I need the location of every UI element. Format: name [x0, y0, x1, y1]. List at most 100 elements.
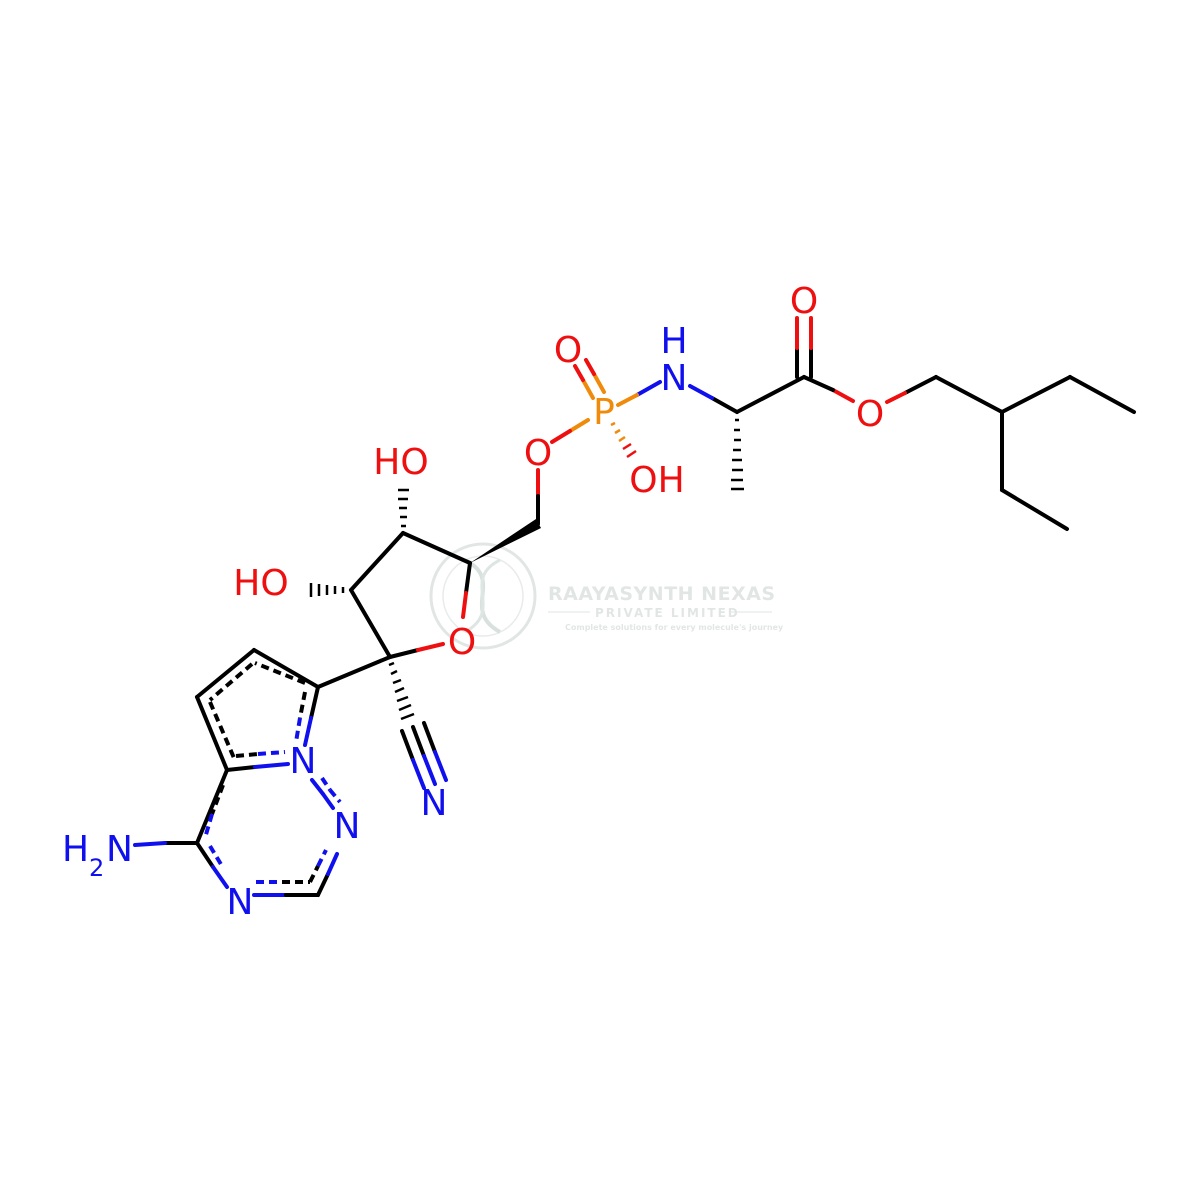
hash-line — [398, 703, 412, 712]
hash-line — [614, 428, 621, 435]
bond-c-n-triple — [433, 750, 448, 782]
bond-c-o — [461, 591, 468, 619]
atom-oh-2: HO — [233, 563, 288, 604]
atom-oh-p: OH — [629, 460, 684, 501]
dash-bond — [320, 776, 332, 792]
bond-p-o-double — [592, 372, 606, 394]
watermark-circle — [429, 542, 537, 650]
atom-nh-h: H — [660, 321, 687, 362]
bond-c-o — [464, 561, 472, 595]
bond-c-c — [934, 375, 1004, 414]
bond-c-c — [316, 655, 392, 689]
dash-bond — [254, 661, 306, 685]
bond-c-c — [1000, 375, 1072, 414]
bond-arom — [303, 716, 313, 747]
atom-oh-3: HO — [373, 442, 428, 483]
bond-arom — [211, 865, 229, 889]
hash-line — [396, 695, 409, 703]
bond-c-n — [688, 384, 714, 400]
dash-bond — [210, 784, 225, 815]
bond-p-o — [550, 429, 572, 444]
dash-bond — [208, 844, 224, 868]
watermark-sub: PRIVATE LIMITED — [595, 606, 740, 620]
bond-arom — [195, 648, 256, 699]
bond-c-n-triple — [422, 754, 437, 786]
bond-n-p — [635, 380, 662, 397]
hash-line — [394, 686, 405, 694]
bond-p-o-double — [584, 358, 596, 376]
atom-n-triazine-1: N — [334, 806, 361, 847]
watermark-helix-2 — [464, 558, 501, 634]
atom-nh-n: N — [661, 358, 688, 399]
bond-c-c — [735, 375, 806, 414]
bond-c-c — [349, 531, 405, 592]
dash-bond — [208, 662, 254, 702]
atom-o-ester-p: O — [524, 433, 552, 474]
bond-arom — [309, 685, 320, 720]
bond-c-o — [903, 375, 938, 395]
bond-c-o — [416, 642, 445, 652]
dash-bond — [294, 717, 302, 743]
bond-arom — [253, 762, 290, 769]
bond-arom — [195, 768, 229, 845]
atom-amine: H 2 N — [62, 829, 133, 882]
bond-arom — [321, 792, 335, 810]
bonds — [133, 316, 1136, 897]
hash-line — [400, 712, 415, 721]
bond-c-c — [349, 588, 392, 659]
hash-line — [610, 421, 616, 427]
bond-c-n-triple — [400, 729, 415, 762]
bond-arom — [195, 695, 229, 772]
bond-c-c — [1000, 488, 1069, 531]
bond-c-c — [1068, 375, 1136, 414]
bond-p-o — [568, 418, 590, 433]
bond-c-n-triple — [411, 725, 426, 758]
dash-bond — [257, 750, 286, 756]
bond-p-o-double — [581, 378, 595, 400]
atom-n-bridge: N — [290, 741, 317, 782]
atom-nitrile-n: N — [421, 783, 448, 824]
hash-line — [626, 449, 637, 459]
hash-line — [622, 442, 632, 451]
bond-c-n — [710, 396, 739, 414]
bond-arom — [195, 841, 215, 869]
dash-bond — [298, 691, 307, 719]
watermark-name: RAAYASYNTH NEXAS — [548, 583, 776, 605]
atom-p: P — [593, 392, 615, 433]
bond-c-n — [133, 841, 167, 847]
dash-bond — [328, 788, 342, 804]
hash-line — [388, 661, 395, 667]
bond-arom — [316, 872, 330, 897]
bond-arom — [252, 648, 320, 689]
atom-amine-n: N — [106, 829, 133, 870]
bond-arom — [225, 765, 257, 772]
atom-o-ester-c: O — [856, 394, 884, 435]
watermark-logo: RAAYASYNTH NEXAS PRIVATE LIMITED Complet… — [429, 542, 784, 650]
wedge-bonds — [470, 519, 541, 563]
atom-amine-sub: 2 — [89, 854, 104, 882]
atom-labels: O H N P OH O O O HO HO O N N N N H 2 N — [62, 281, 884, 923]
bond-arom — [310, 778, 325, 796]
wedge-bold — [470, 519, 541, 563]
bond-p-o-double — [573, 364, 585, 382]
dash-bond — [316, 849, 328, 867]
bond-c-o — [885, 391, 907, 404]
bond-c-o — [388, 648, 420, 659]
dash-bond — [208, 701, 236, 759]
aromatic-dashes — [203, 661, 342, 884]
dash-bond — [203, 813, 214, 839]
bond-o-c — [802, 375, 835, 392]
atom-o-carbonyl-c: O — [790, 281, 818, 322]
hash-bonds-colored — [610, 421, 637, 459]
dash-bond — [308, 865, 320, 883]
atom-o-ring: O — [448, 622, 476, 663]
bond-arom — [326, 852, 339, 876]
bond-c-n-triple — [422, 721, 437, 754]
hash-line — [392, 678, 402, 685]
bond-c-c — [401, 531, 472, 565]
hash-line — [618, 435, 626, 443]
bond-c-n-triple — [411, 758, 426, 790]
hash-bonds — [309, 418, 744, 721]
hash-line — [390, 669, 398, 676]
